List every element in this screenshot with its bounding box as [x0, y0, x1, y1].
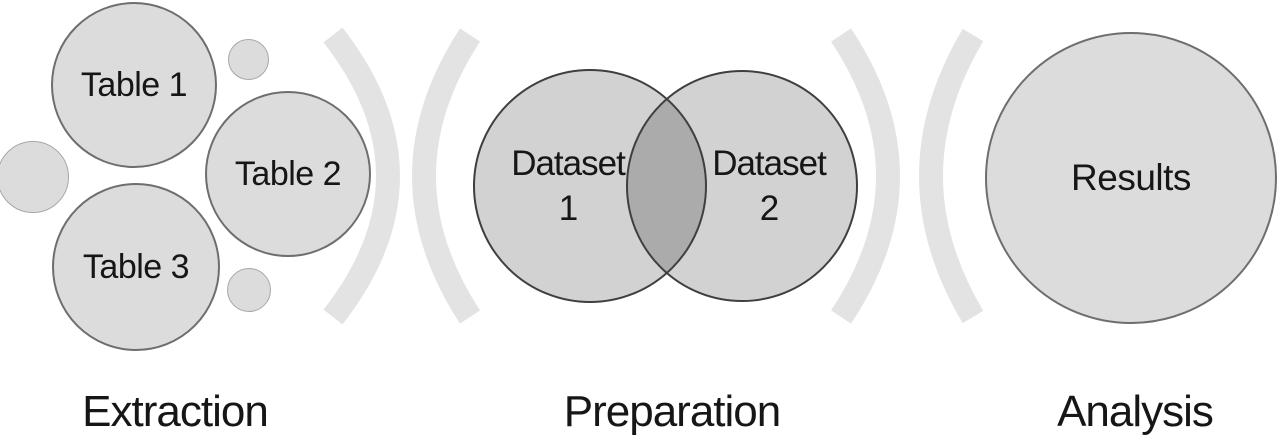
dataset-2-label: Dataset 2	[669, 141, 869, 231]
results-circle: Results	[985, 32, 1277, 324]
table-2-label: Table 2	[234, 154, 342, 193]
table-3-label: Table 3	[82, 247, 190, 286]
stage-label-extraction: Extraction	[82, 387, 269, 436]
table-1-label: Table 1	[80, 65, 188, 104]
stage-label-analysis: Analysis	[1057, 387, 1214, 436]
small-bubble-left	[0, 141, 69, 213]
results-label: Results	[1071, 157, 1191, 198]
dataset-2-label-line2: 2	[759, 189, 779, 228]
table-1-circle: Table 1	[51, 2, 217, 168]
dataset-2-label-line1: Dataset	[712, 144, 827, 183]
table-3-circle: Table 3	[52, 183, 220, 351]
dataset-1-label-line1: Dataset	[511, 144, 626, 183]
separator-arc-open-2	[919, 28, 984, 324]
separator-arc-close-2	[831, 28, 900, 324]
stage-label-preparation: Preparation	[563, 387, 781, 436]
separator-arc-open-1	[412, 28, 481, 324]
small-bubble-top	[228, 39, 269, 80]
table-2-circle: Table 2	[205, 91, 371, 257]
venn-circle-dataset2-outline	[626, 70, 858, 302]
venn-overlap-region	[627, 71, 706, 301]
separator-arc-close-1	[323, 27, 400, 325]
small-bubble-bottom	[227, 268, 271, 312]
dataset-1-label-line2: 1	[558, 189, 578, 228]
venn-circle-dataset1-outline	[473, 69, 707, 303]
venn-diagram	[473, 69, 858, 303]
dataset-1-label: Dataset 1	[468, 141, 668, 231]
